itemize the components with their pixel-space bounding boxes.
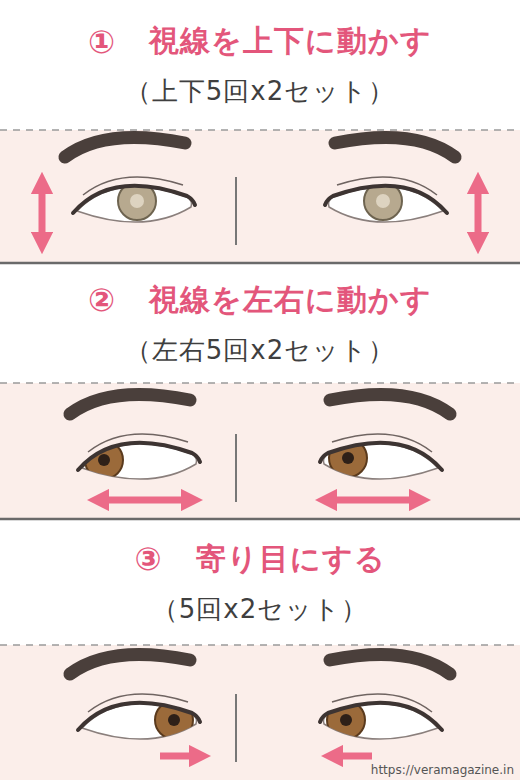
heading-band bbox=[0, 520, 520, 645]
heading-row: ② 視線を左右に動かす bbox=[88, 280, 432, 321]
pink-panel bbox=[0, 645, 520, 780]
face bbox=[70, 394, 450, 502]
face bbox=[42, 137, 478, 245]
dashed-divider bbox=[0, 130, 520, 645]
heading-band: ③ 寄り目にする （5回x2セット） bbox=[0, 520, 520, 645]
face bbox=[70, 654, 450, 762]
step-count: （左右5回x2セット） bbox=[125, 333, 395, 368]
step-count: （上下5回x2セット） bbox=[125, 74, 395, 109]
heading-band: ① 視線を上下に動かす （上下5回x2セット） bbox=[0, 0, 520, 130]
heading-row: ① 視線を上下に動かす bbox=[88, 21, 432, 62]
heading-row: ③ 寄り目にする bbox=[134, 539, 385, 580]
step-number: ③ bbox=[134, 540, 161, 578]
step-number: ① bbox=[88, 23, 115, 61]
step-title: 視線を左右に動かす bbox=[149, 280, 432, 321]
watermark: https://veramagazine.in bbox=[369, 763, 516, 777]
step-count: （5回x2セット） bbox=[152, 592, 368, 627]
step-title: 視線を上下に動かす bbox=[149, 21, 432, 62]
pink-panel bbox=[0, 130, 520, 262]
step-title: 寄り目にする bbox=[196, 539, 386, 580]
heading-band bbox=[0, 264, 520, 383]
heading-band bbox=[0, 0, 520, 130]
heading-band: ② 視線を左右に動かす （左右5回x2セット） bbox=[0, 264, 520, 383]
section-divider bbox=[0, 263, 520, 519]
pink-panel bbox=[0, 383, 520, 518]
step-number: ② bbox=[88, 281, 115, 319]
